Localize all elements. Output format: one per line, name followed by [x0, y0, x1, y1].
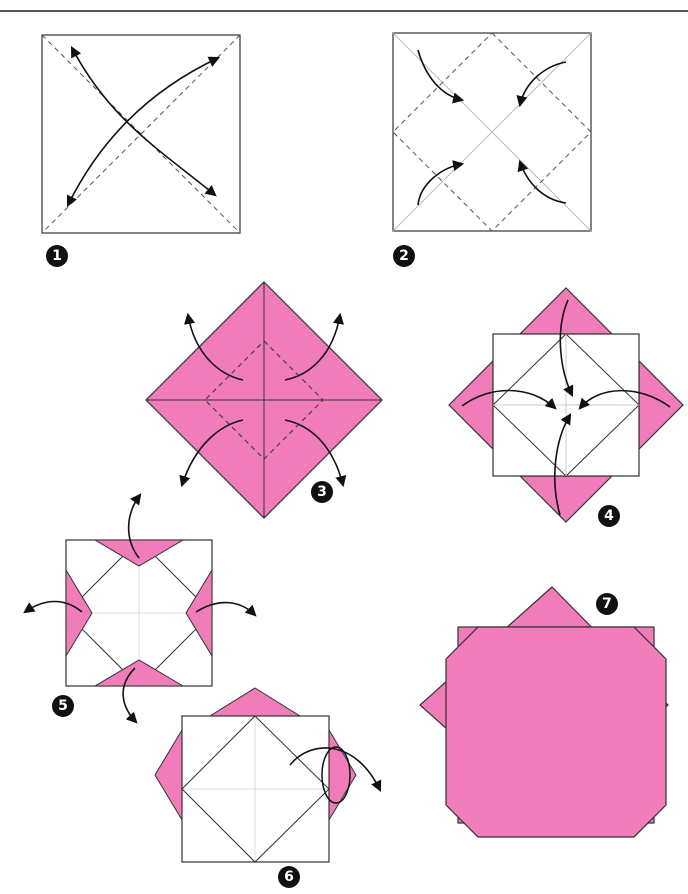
step-3-number: 3 — [311, 481, 333, 503]
step-3-arrow-tr — [284, 312, 344, 381]
step-1-arrow-b — [66, 56, 221, 208]
step-6-flap-top — [208, 687, 302, 717]
step-7-figure — [419, 586, 669, 838]
step-4-arrow-top — [559, 299, 574, 398]
step-3-figure — [145, 281, 383, 519]
step-2-arrow-tr — [516, 61, 567, 108]
step-5-arrow-right — [195, 601, 257, 617]
step-4-number: 4 — [598, 505, 620, 527]
step-4-arrow-left — [461, 389, 557, 410]
step-6-figure — [154, 687, 382, 863]
step-6-flap-right — [328, 728, 357, 822]
step-6-turn-loop — [321, 746, 351, 804]
step-6-number: 6 — [278, 866, 300, 888]
step-3-arrow-tl — [184, 312, 244, 381]
step-5-flap-right — [185, 568, 213, 658]
step-3-arrow-bl — [179, 419, 244, 488]
step-7-octagon — [445, 626, 667, 838]
step-1-figure — [41, 34, 241, 234]
step-4-arrow-bottom — [554, 413, 572, 516]
step-5-flap-left — [65, 568, 93, 658]
step-4-figure — [448, 287, 684, 523]
step-3-dashed-diamond — [204, 340, 324, 460]
step-4-flap-top — [518, 287, 614, 335]
step-5-flap-top — [93, 539, 185, 567]
step-5-arrow-left — [23, 600, 83, 614]
step-2-number: 2 — [393, 245, 415, 267]
step-6-flap-left — [154, 728, 183, 822]
step-5-number: 5 — [52, 695, 74, 717]
step-5-flap-bottom — [93, 659, 185, 687]
step-7-number: 7 — [596, 593, 618, 615]
step-2-figure — [392, 32, 592, 232]
step-2-diag-b — [392, 32, 592, 232]
step-6-turn-arrow — [289, 747, 382, 793]
step-2-arrow-br — [517, 159, 567, 204]
step-2-crease-diamond — [392, 32, 592, 232]
step-5-figure — [23, 493, 257, 724]
step-4-flap-left — [448, 359, 494, 451]
step-1-number: 1 — [46, 245, 68, 267]
step-4-flap-right — [638, 359, 684, 451]
step-4-arrow-right — [578, 389, 671, 410]
top-rule — [0, 10, 688, 12]
step-2-arrow-bl — [417, 160, 465, 206]
step-3-arrow-br — [284, 419, 347, 488]
step-5-arrow-bottom — [122, 667, 138, 724]
step-6-diamond — [181, 715, 330, 863]
step-5-arrow-top — [127, 493, 142, 559]
step-2-arrow-tl — [417, 49, 465, 104]
